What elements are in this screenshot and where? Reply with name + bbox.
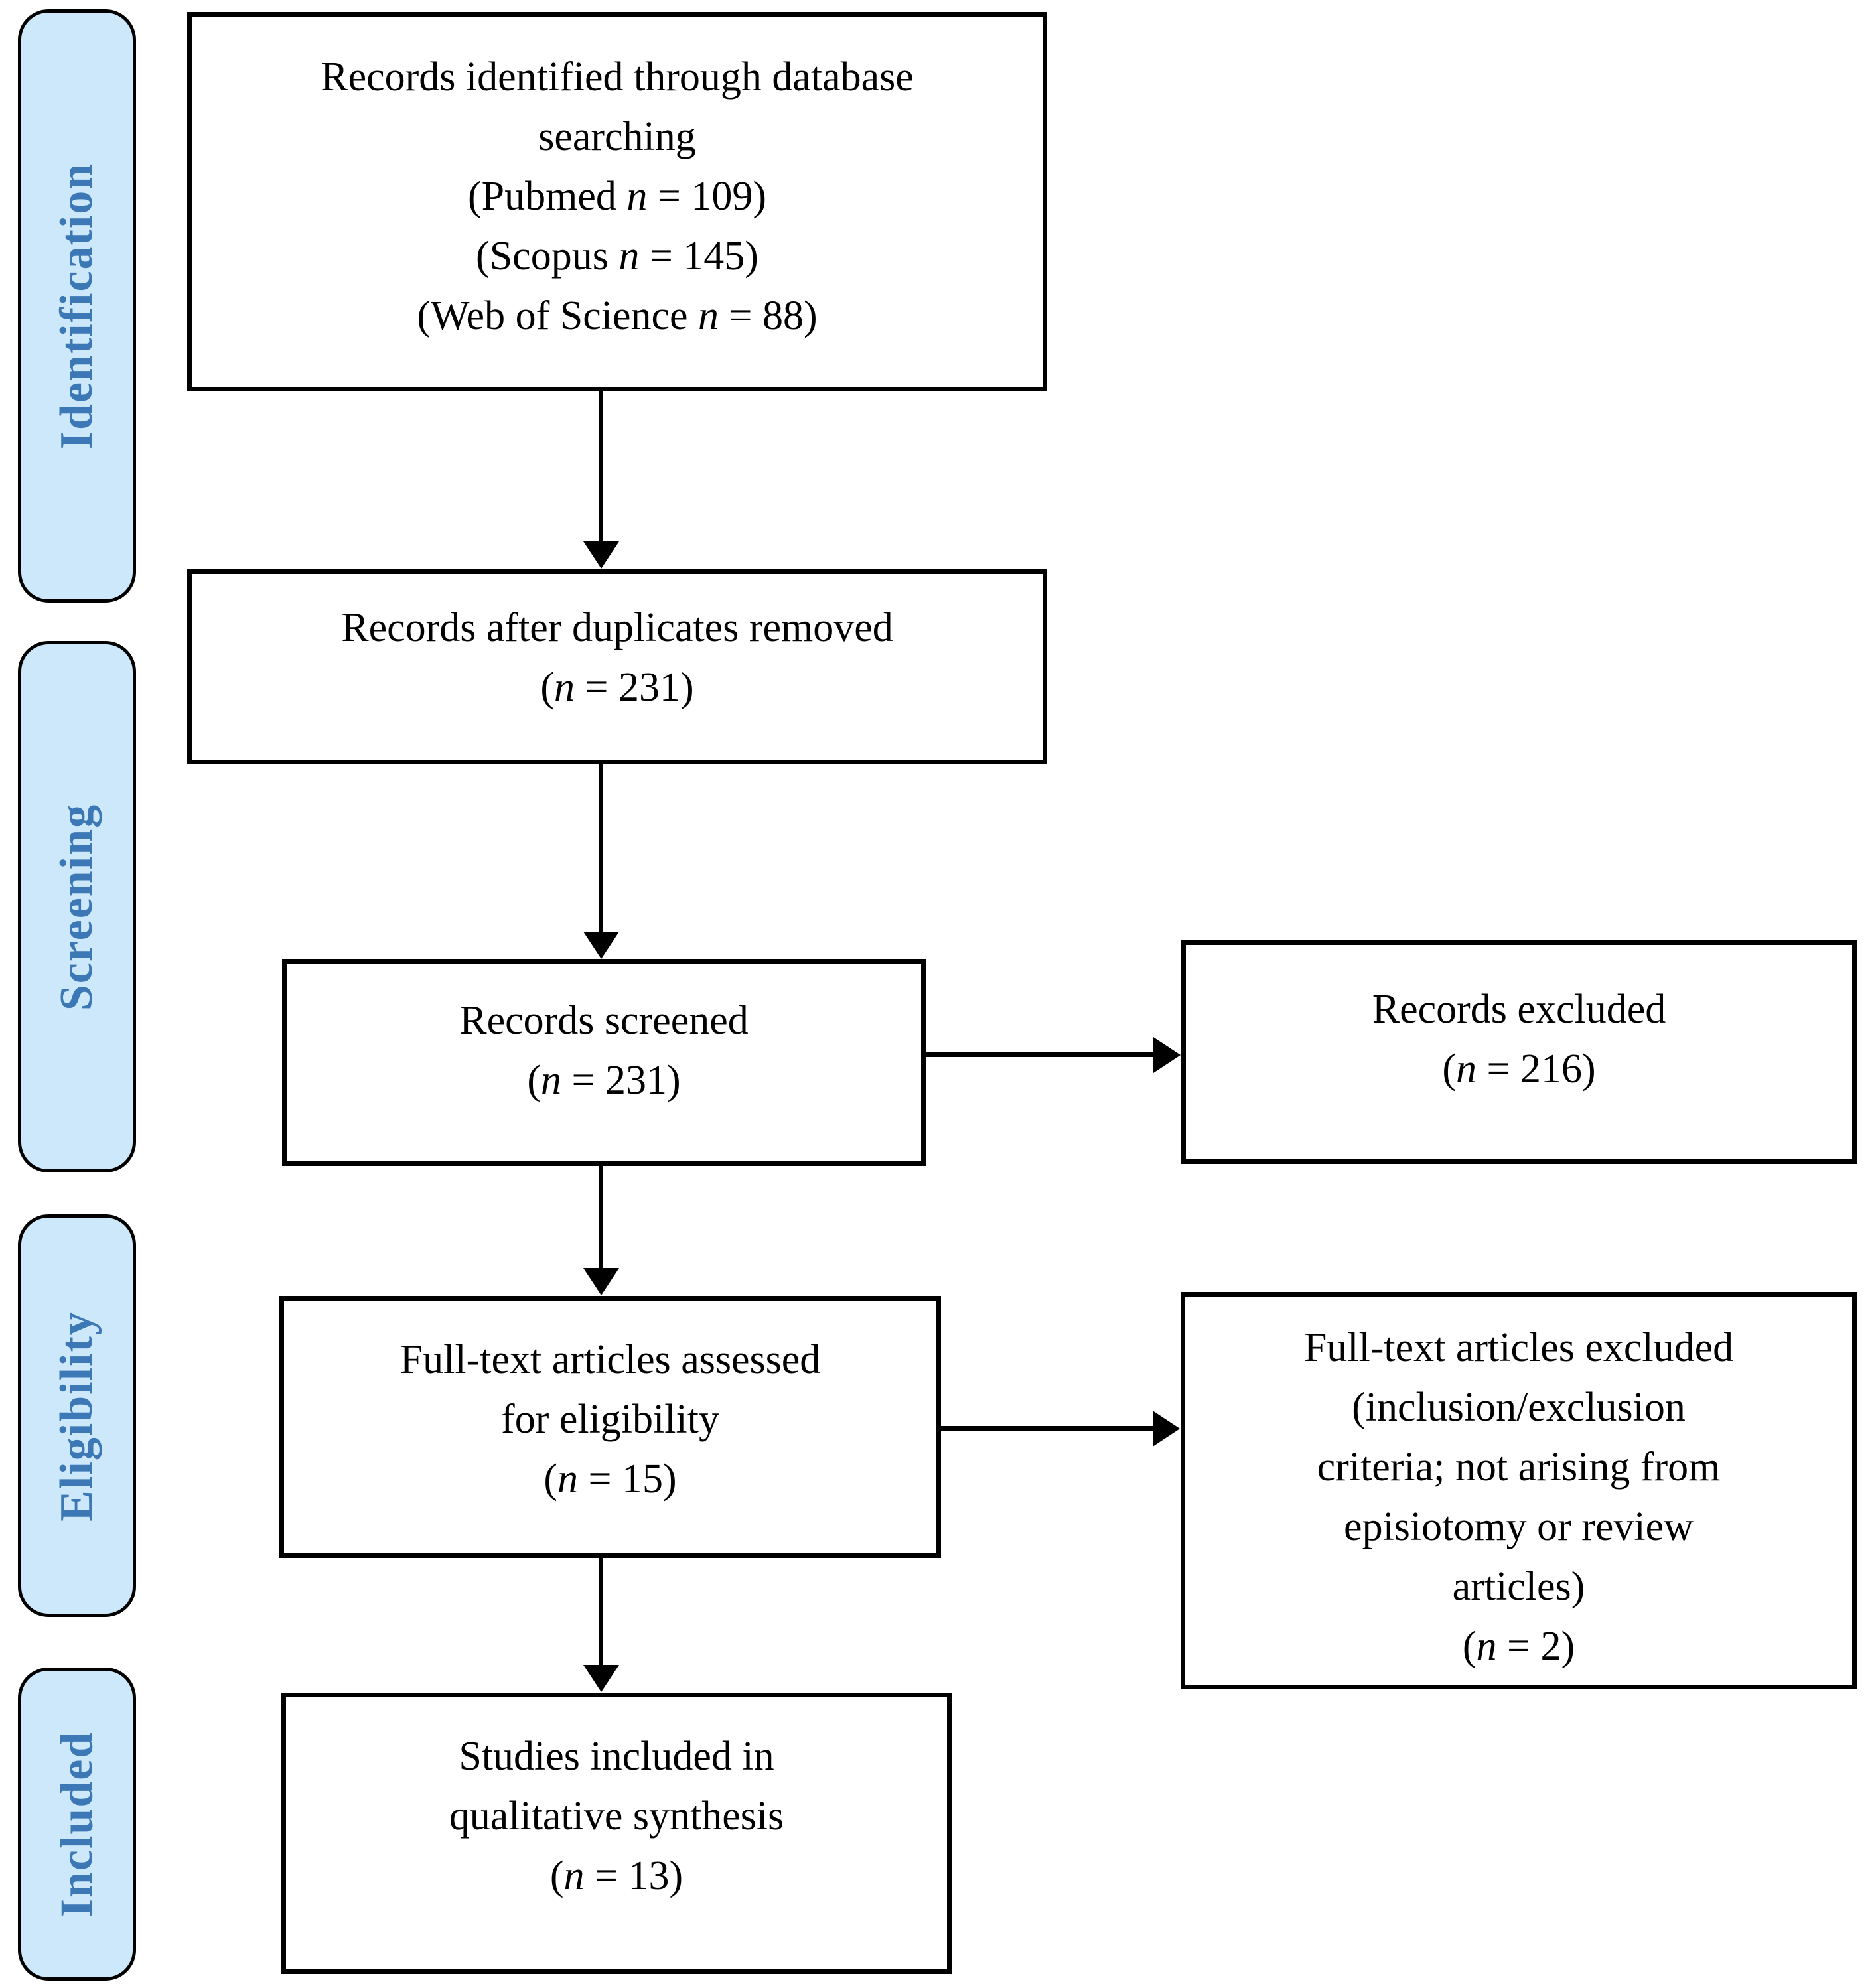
box-text-line: (n = 231) <box>540 665 694 710</box>
box-text-line: Records screened <box>459 998 749 1043</box>
box-text-line: Records identified through database <box>321 54 914 100</box>
box-text-line: Studies included in <box>459 1734 774 1779</box>
box-text-line: Records after duplicates removed <box>341 605 893 650</box>
box-text-line: qualitative synthesis <box>449 1794 784 1839</box>
box-text-line: (n = 15) <box>543 1456 677 1502</box>
arrow-deduplicated-to-screened <box>599 764 603 932</box>
box-text-line: Full-text articles excluded <box>1303 1325 1734 1370</box>
box-text-line: (n = 2) <box>1462 1624 1575 1669</box>
stage-screening: Screening <box>18 641 136 1172</box>
stage-included-label: Included <box>51 1731 102 1918</box>
stage-included: Included <box>18 1668 136 1981</box>
box-fulltext-articles-excluded: Full-text articles excluded (inclusion/ex… <box>1181 1292 1857 1689</box>
box-text-line: (Scopus n = 145) <box>476 234 758 279</box>
box-text-line: searching <box>538 114 696 159</box>
box-text-line: episiotomy or review <box>1344 1504 1694 1549</box>
box-fulltext-articles-assessed: Full-text articles assessed for eligibili… <box>279 1296 941 1558</box>
stage-screening-label: Screening <box>51 803 103 1011</box>
box-text-line: criteria; not arising from <box>1317 1445 1721 1490</box>
box-records-identified: Records identified through database searc… <box>187 12 1047 391</box>
stage-eligibility: Eligibility <box>18 1214 136 1617</box>
box-text-line: articles) <box>1452 1564 1585 1609</box>
box-text-line: (n = 231) <box>527 1058 681 1103</box>
box-text-line: (Pubmed n = 109) <box>468 174 766 219</box>
arrow-identified-to-deduplicated <box>599 391 603 541</box>
arrow-screened-to-excluded <box>926 1052 1153 1057</box>
arrow-screened-to-fulltext <box>599 1166 603 1268</box>
box-text-line: (inclusion/exclusion <box>1352 1385 1686 1430</box>
arrow-fulltext-to-fulltext-excluded <box>941 1426 1153 1431</box>
box-records-excluded: Records excluded (n = 216) <box>1181 940 1857 1164</box>
box-records-after-duplicates-removed: Records after duplicates removed (n = 231… <box>187 569 1047 764</box>
stage-identification-label: Identification <box>51 162 103 450</box>
box-studies-included: Studies included in qualitative synthesis… <box>281 1693 952 1974</box>
arrow-fulltext-to-included <box>599 1558 603 1665</box>
box-text-line: for eligibility <box>501 1397 719 1442</box>
box-text-line: (n = 13) <box>549 1853 684 1898</box>
box-text-line: (Web of Science n = 88) <box>417 293 818 338</box>
box-text-line: Records excluded <box>1372 987 1666 1032</box>
stage-eligibility-label: Eligibility <box>51 1310 102 1522</box>
box-text-line: Full-text articles assessed <box>399 1337 821 1382</box>
stage-identification: Identification <box>18 9 136 603</box>
box-text-line: (n = 216) <box>1442 1046 1596 1092</box>
box-records-screened: Records screened (n = 231) <box>282 959 926 1166</box>
